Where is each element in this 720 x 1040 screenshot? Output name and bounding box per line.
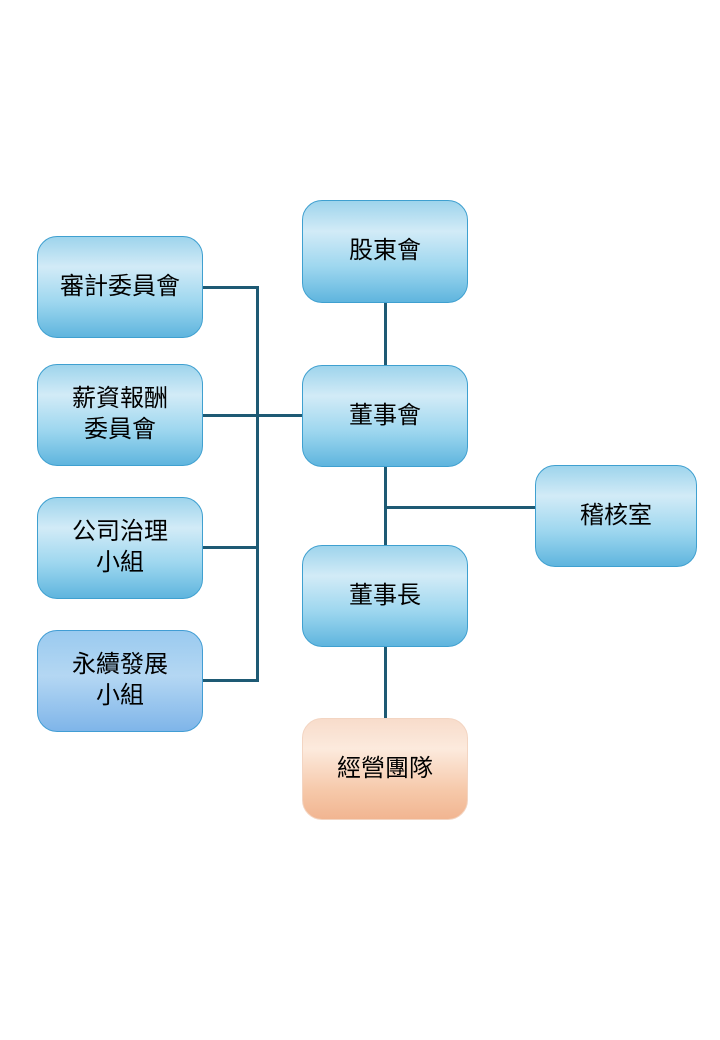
node-board-of-directors: 董事會 (302, 365, 468, 467)
node-management-team: 經營團隊 (302, 718, 468, 820)
connector-board-to-chairman (384, 466, 387, 546)
node-internal-audit-office: 稽核室 (535, 465, 697, 567)
connector-chairman-to-management (384, 646, 387, 719)
connector-spine-to-board (202, 414, 303, 417)
connector-spine-to-audit-committee (202, 286, 258, 289)
connector-shareholders-to-board (384, 302, 387, 366)
connector-spine-to-sustainability (202, 679, 259, 682)
connector-spine-to-governance-team (202, 546, 258, 549)
node-sustainability-team: 永續發展 小組 (37, 630, 203, 732)
node-shareholders-meeting: 股東會 (302, 200, 468, 303)
connector-left-spine (256, 286, 259, 682)
connector-board-to-audit-office (386, 506, 535, 509)
node-compensation-committee: 薪資報酬 委員會 (37, 364, 203, 466)
node-audit-committee: 審計委員會 (37, 236, 203, 338)
node-chairman: 董事長 (302, 545, 468, 647)
node-corporate-governance-team: 公司治理 小組 (37, 497, 203, 599)
